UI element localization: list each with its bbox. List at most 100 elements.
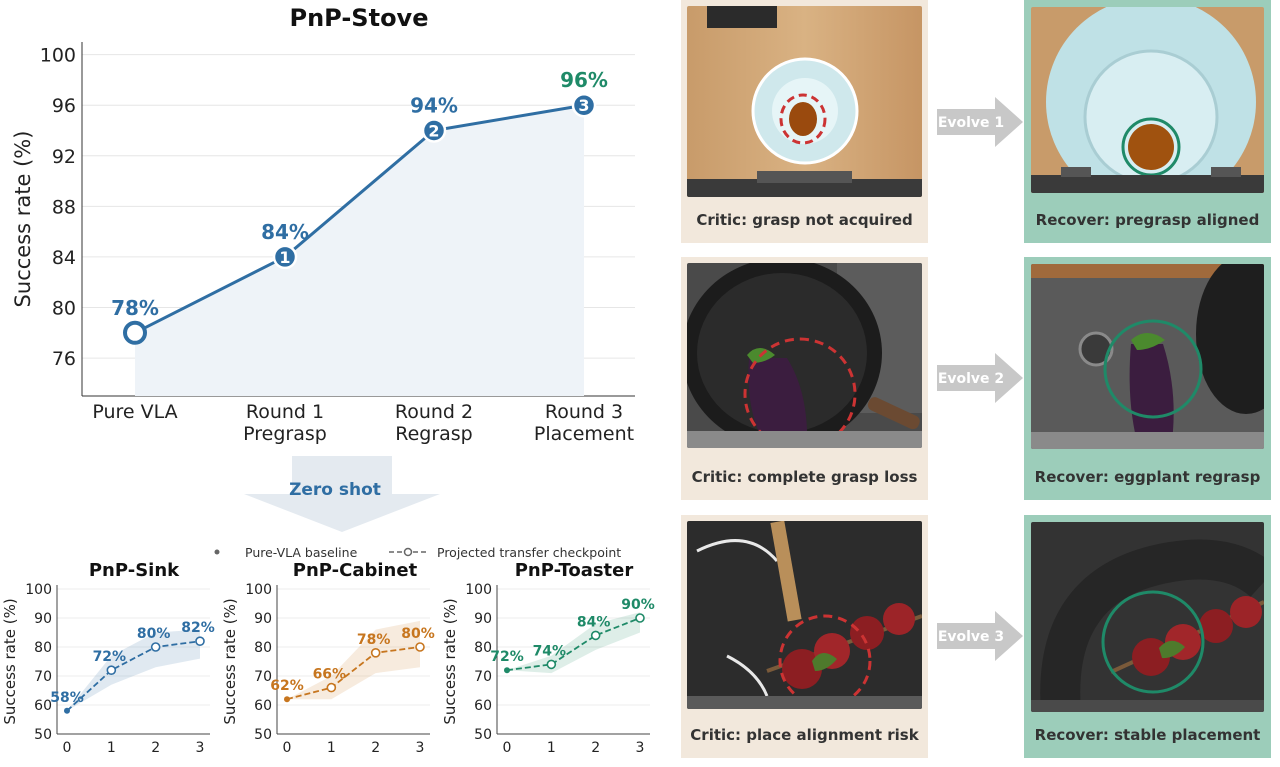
main-x-tick-1-1: Pregrasp [243,423,327,445]
legend-baseline-label: Pure-VLA baseline [245,545,358,560]
cabinet-y-tick-70: 70 [254,669,272,685]
toaster-y-tick-80: 80 [474,640,492,656]
toaster-point-3 [635,613,645,623]
toaster-x-tick-3: 3 [636,740,645,756]
recover-caption-1: Recover: pregrasp aligned [1035,211,1260,229]
main-point-label-2: 94% [410,94,458,118]
cabinet-y-tick-80: 80 [254,640,272,656]
sink-y-axis-label: Success rate (%) [1,598,19,724]
sink-series-line [66,640,201,712]
cabinet-y-tick-90: 90 [254,611,272,627]
cabinet-series-line [286,646,421,701]
main-y-tick-92: 92 [52,146,76,168]
recover-panel-1: Recover: pregrasp aligned [1024,0,1271,243]
zero-shot-label: Zero shot [289,480,381,500]
critic-panel-1: Critic: grasp not acquired [681,0,928,243]
main-x-tick-3-1: Placement [534,423,634,445]
main-x-tick-2-0: Round 2 [395,401,473,423]
sink-point-2 [150,642,161,652]
recover-caption-3: Recover: stable placement [1034,726,1261,744]
sink-point-label-0: 58% [50,690,84,706]
sink-x-tick-2: 2 [151,740,160,756]
main-x-tick-1-0: Round 1 [246,401,324,423]
recover-image-1 [1031,7,1264,193]
cabinet-confidence-band [287,620,420,700]
cabinet-point-2 [370,647,381,658]
main-y-tick-84: 84 [52,247,76,269]
main-y-tick-100: 100 [40,45,76,67]
toaster-x-tick-2: 2 [591,740,600,756]
evolve-arrow-2: Evolve 2 [937,353,1023,403]
sink-y-tick-80: 80 [34,640,52,656]
cabinet-point-0 [284,696,290,703]
main-x-tick-0-0: Pure VLA [92,401,177,423]
main-y-tick-88: 88 [52,196,76,218]
recover-panel-2: Recover: eggplant regrasp [1024,257,1271,500]
toaster-point-label-3: 90% [621,597,655,613]
critic-image-1 [687,6,922,197]
cabinet-point-label-1: 66% [313,667,347,683]
recover-image-2 [1031,264,1264,449]
toaster-point-0 [504,667,510,674]
critic-panel-2: Critic: complete grasp loss [681,257,928,500]
cabinet-point-3 [415,642,425,652]
toaster-y-tick-50: 50 [474,727,492,743]
critic-image-3 [687,521,922,709]
evolve-label-3: Evolve 3 [938,629,1004,645]
cabinet-point-label-0: 62% [270,678,304,694]
main-point-2 [421,118,447,143]
sink-chart-title: PnP-Sink [89,560,180,581]
toaster-x-tick-0: 0 [503,740,512,756]
main-point-marker-3: 3 [578,96,589,115]
sink-confidence-band [67,629,200,711]
cabinet-y-tick-50: 50 [254,727,272,743]
cabinet-point-label-3: 80% [401,626,435,642]
legend-baseline-marker [214,549,220,555]
main-point-1 [272,244,298,270]
recover-caption-2: Recover: eggplant regrasp [1034,468,1261,486]
toaster-y-tick-70: 70 [474,669,492,685]
toaster-x-tick-1: 1 [547,740,556,756]
sink-x-tick-1: 1 [107,740,116,756]
toaster-point-1 [546,659,557,670]
main-y-tick-80: 80 [52,298,76,320]
main-chart-title: PnP-Stove [290,4,429,32]
sink-y-tick-70: 70 [34,669,52,685]
critic-caption-2: Critic: complete grasp loss [691,468,918,486]
toaster-series-line [506,617,641,672]
main-series-line [134,103,585,335]
cabinet-y-axis-label: Success rate (%) [221,598,239,724]
sink-point-label-2: 80% [137,626,171,642]
evolve-arrow-1: Evolve 1 [937,97,1023,147]
critic-panel-3: Critic: place alignment risk [681,515,928,758]
sink-point-0 [64,707,70,714]
toaster-y-tick-100: 100 [465,582,492,598]
legend-projected-label: Projected transfer checkpoint [437,545,621,560]
main-point-label-1: 84% [261,220,309,244]
toaster-point-label-0: 72% [490,649,524,665]
main-point-marker-2: 2 [428,122,439,141]
sink-y-tick-90: 90 [34,611,52,627]
toaster-chart-title: PnP-Toaster [515,560,634,581]
main-y-tick-96: 96 [52,95,76,117]
sink-point-label-3: 82% [181,620,215,636]
sink-point-3 [195,636,205,647]
toaster-confidence-band [507,612,640,674]
toaster-point-label-1: 74% [533,643,567,659]
sink-x-tick-3: 3 [196,740,205,756]
sink-y-tick-50: 50 [34,727,52,743]
critic-image-2 [687,263,922,448]
cabinet-x-tick-3: 3 [416,740,425,756]
cabinet-x-tick-2: 2 [371,740,380,756]
toaster-point-label-2: 84% [577,614,611,630]
main-point-0 [123,320,147,345]
main-x-tick-3-0: Round 3 [545,401,623,423]
main-area-fill [135,105,584,396]
sink-point-label-1: 72% [93,649,127,665]
sink-y-tick-100: 100 [25,582,52,598]
sink-point-1 [106,665,117,676]
main-point-label-0: 78% [111,296,159,320]
cabinet-chart-title: PnP-Cabinet [293,560,418,581]
cabinet-y-tick-100: 100 [245,582,272,598]
